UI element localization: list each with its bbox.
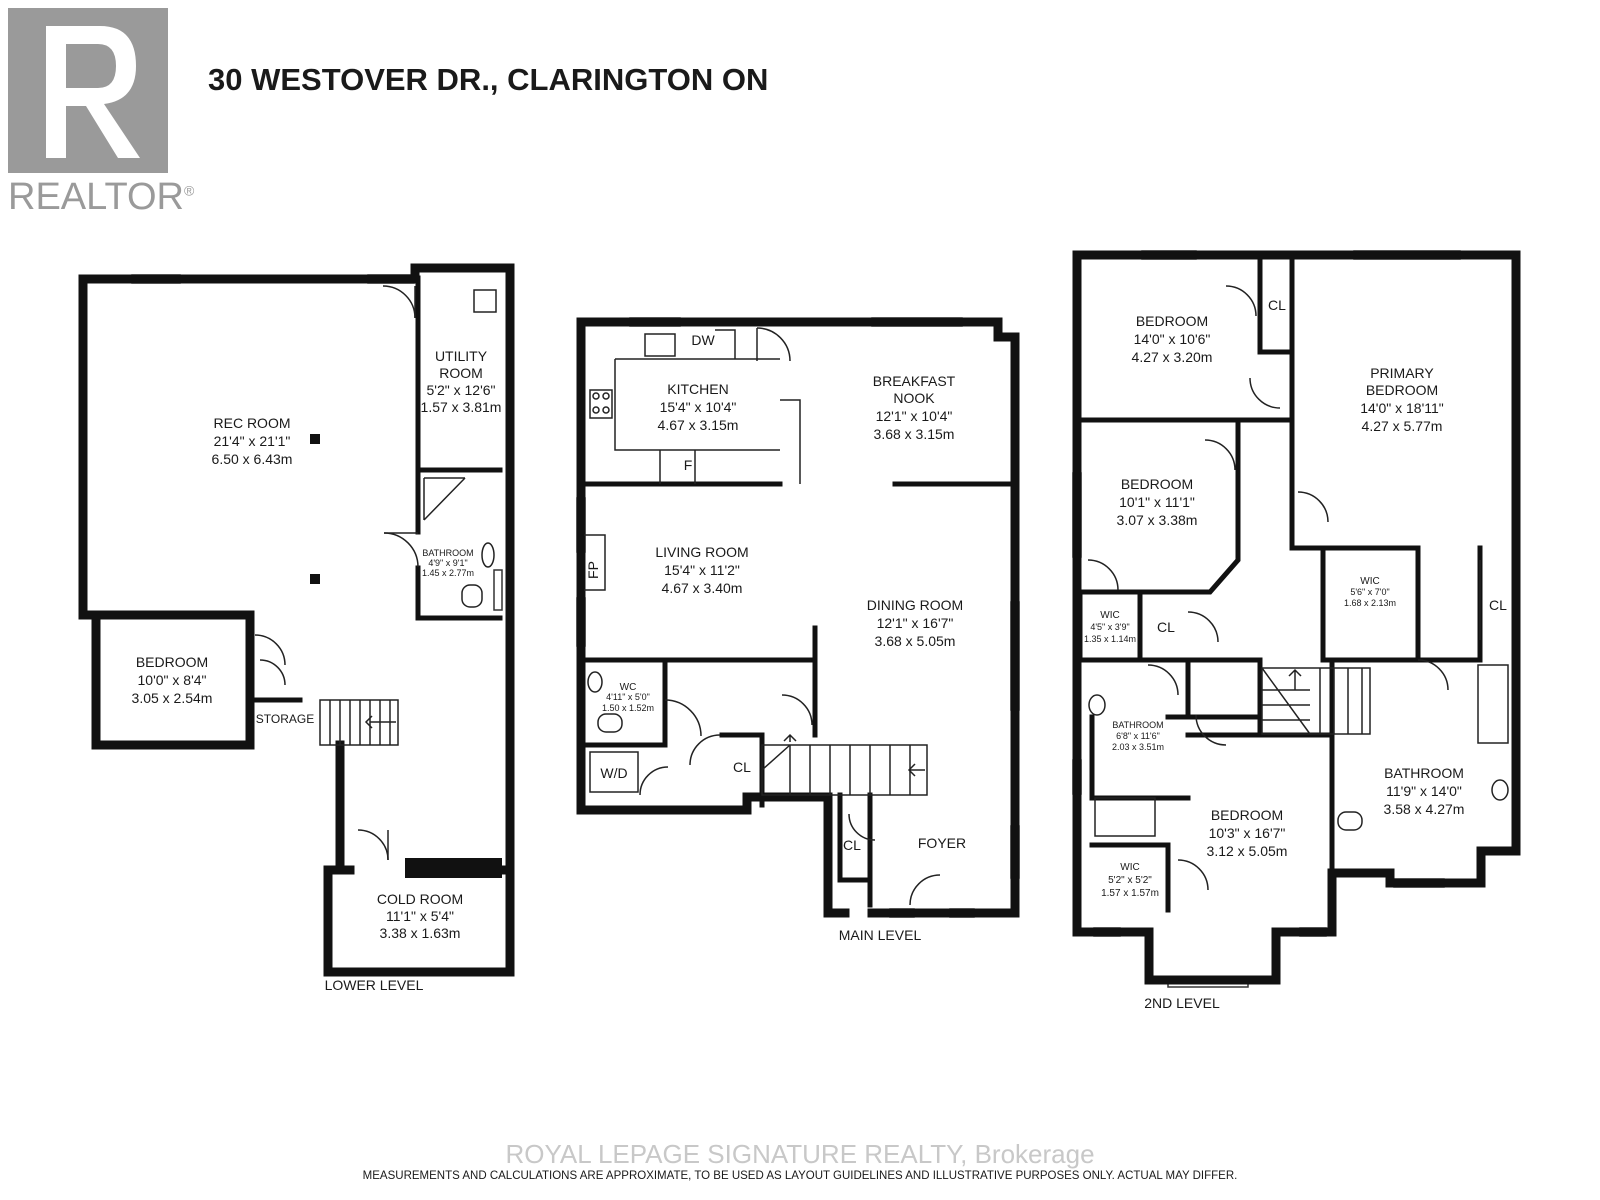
foyer-closet-label: CL	[843, 837, 861, 853]
realtor-wordmark: REALTOR	[8, 176, 184, 218]
rec-room-metric: 6.50 x 6.43m	[212, 451, 293, 467]
bedroom-c-imperial: 10'3" x 16'7"	[1209, 825, 1286, 841]
utility-room-name-2: ROOM	[439, 365, 483, 381]
lower-bedroom-metric: 3.05 x 2.54m	[132, 690, 213, 706]
bedroom-b-name: BEDROOM	[1121, 476, 1193, 492]
primary-bedroom-imperial: 14'0" x 18'11"	[1360, 400, 1444, 416]
wic-primary-name: WIC	[1360, 576, 1379, 587]
bedroom-a-imperial: 14'0" x 10'6"	[1134, 331, 1211, 347]
breakfast-nook-metric: 3.68 x 3.15m	[874, 426, 955, 442]
second-level-label: 2ND LEVEL	[1144, 995, 1220, 1011]
realtor-r-logo-icon	[8, 8, 168, 173]
lower-level-label: LOWER LEVEL	[325, 977, 424, 993]
breakfast-nook-imperial: 12'1" x 10'4"	[876, 408, 953, 424]
main-level-label: MAIN LEVEL	[839, 927, 922, 943]
dishwasher-label: DW	[691, 332, 715, 348]
utility-room-imperial: 5'2" x 12'6"	[427, 382, 496, 398]
bathroom-main-metric: 2.03 x 3.51m	[1112, 742, 1164, 752]
closet-b-label: CL	[1157, 619, 1175, 635]
brokerage-watermark: ROYAL LEPAGE SIGNATURE REALTY, Brokerage	[505, 1139, 1095, 1169]
living-room-name: LIVING ROOM	[655, 544, 748, 560]
second-level-plan: BEDROOM 14'0" x 10'6" 4.27 x 3.20m CL PR…	[1072, 250, 1521, 1011]
listing-title: 30 WESTOVER DR., CLARINGTON ON	[208, 62, 769, 97]
fridge-label: F	[684, 457, 693, 473]
fireplace-label: FP	[585, 561, 601, 579]
foyer-name: FOYER	[918, 835, 966, 851]
stairs	[761, 733, 928, 796]
wic-primary-metric: 1.68 x 2.13m	[1344, 598, 1396, 608]
bathroom-ensuite-name: BATHROOM	[1384, 765, 1464, 781]
breakfast-nook-name-1: BREAKFAST	[873, 373, 956, 389]
dining-room-metric: 3.68 x 5.05m	[875, 633, 956, 649]
closet-primary-label: CL	[1489, 597, 1507, 613]
realtor-logo-text: REALTOR®	[8, 176, 194, 219]
rec-room-name: REC ROOM	[214, 415, 291, 431]
bedroom-c-metric: 3.12 x 5.05m	[1207, 843, 1288, 859]
storage-name: STORAGE	[256, 712, 314, 726]
utility-room-metric: 1.57 x 3.81m	[421, 399, 502, 415]
living-room-metric: 4.67 x 3.40m	[662, 580, 743, 596]
wic-c-imperial: 5'2" x 5'2"	[1108, 875, 1152, 886]
registered-mark: ®	[183, 182, 195, 199]
lower-level-plan: REC ROOM 21'4" x 21'1" 6.50 x 6.43m UTIL…	[78, 263, 515, 993]
primary-bedroom-name-1: PRIMARY	[1370, 365, 1434, 381]
kitchen-imperial: 15'4" x 10'4"	[660, 399, 737, 415]
wic-c-name: WIC	[1120, 862, 1139, 873]
wic-b-name: WIC	[1100, 610, 1119, 621]
lower-bathroom-imperial: 4'9" x 9'1"	[428, 558, 467, 568]
wic-b-metric: 1.35 x 1.14m	[1084, 634, 1136, 644]
living-room-imperial: 15'4" x 11'2"	[664, 562, 740, 578]
lower-bathroom-name: BATHROOM	[422, 548, 473, 558]
bathroom-main-imperial: 6'8" x 11'6"	[1116, 731, 1160, 741]
wc-name: WC	[620, 682, 637, 693]
dining-room-name: DINING ROOM	[867, 597, 963, 613]
cold-room-name: COLD ROOM	[377, 891, 463, 907]
bedroom-c-name: BEDROOM	[1211, 807, 1283, 823]
main-closet-label: CL	[733, 759, 751, 775]
closet-a-label: CL	[1268, 297, 1286, 313]
realtor-logo: REALTOR®	[8, 8, 194, 218]
rec-room-imperial: 21'4" x 21'1"	[214, 433, 291, 449]
wic-b-imperial: 4'5" x 3'9"	[1090, 622, 1129, 632]
kitchen-metric: 4.67 x 3.15m	[658, 417, 739, 433]
wic-primary-imperial: 5'6" x 7'0"	[1350, 587, 1389, 597]
disclaimer: MEASUREMENTS AND CALCULATIONS ARE APPROX…	[362, 1170, 1238, 1182]
wic-c-metric: 1.57 x 1.57m	[1101, 888, 1159, 899]
bedroom-b-imperial: 10'1" x 11'1"	[1119, 494, 1195, 510]
bathroom-ensuite-imperial: 11'9" x 14'0"	[1386, 783, 1462, 799]
laundry-label: W/D	[600, 765, 627, 781]
bathroom-main-name: BATHROOM	[1112, 720, 1163, 730]
cold-room-imperial: 11'1" x 5'4"	[386, 908, 454, 924]
stairs	[319, 699, 399, 746]
breakfast-nook-name-2: NOOK	[893, 390, 935, 406]
lower-bathroom-metric: 1.45 x 2.77m	[422, 568, 474, 578]
primary-bedroom-name-2: BEDROOM	[1366, 382, 1438, 398]
stairs	[1261, 667, 1371, 735]
bedroom-a-name: BEDROOM	[1136, 313, 1208, 329]
kitchen-name: KITCHEN	[667, 381, 728, 397]
wc-imperial: 4'11" x 5'0"	[606, 692, 650, 702]
primary-bedroom-metric: 4.27 x 5.77m	[1362, 418, 1443, 434]
dining-room-imperial: 12'1" x 16'7"	[877, 615, 954, 631]
lower-bedroom-name: BEDROOM	[136, 654, 208, 670]
bedroom-b-metric: 3.07 x 3.38m	[1117, 512, 1198, 528]
main-level-plan: DW KITCHEN 15'4" x 10'4" 4.67 x 3.15m F …	[576, 317, 1020, 943]
utility-room-name-1: UTILITY	[435, 348, 488, 364]
window	[493, 569, 503, 611]
lower-bedroom-imperial: 10'0" x 8'4"	[138, 672, 207, 688]
bedroom-a-metric: 4.27 x 3.20m	[1132, 349, 1213, 365]
wc-metric: 1.50 x 1.52m	[602, 703, 654, 713]
bathroom-ensuite-metric: 3.58 x 4.27m	[1384, 801, 1465, 817]
cold-room-metric: 3.38 x 1.63m	[380, 925, 461, 941]
